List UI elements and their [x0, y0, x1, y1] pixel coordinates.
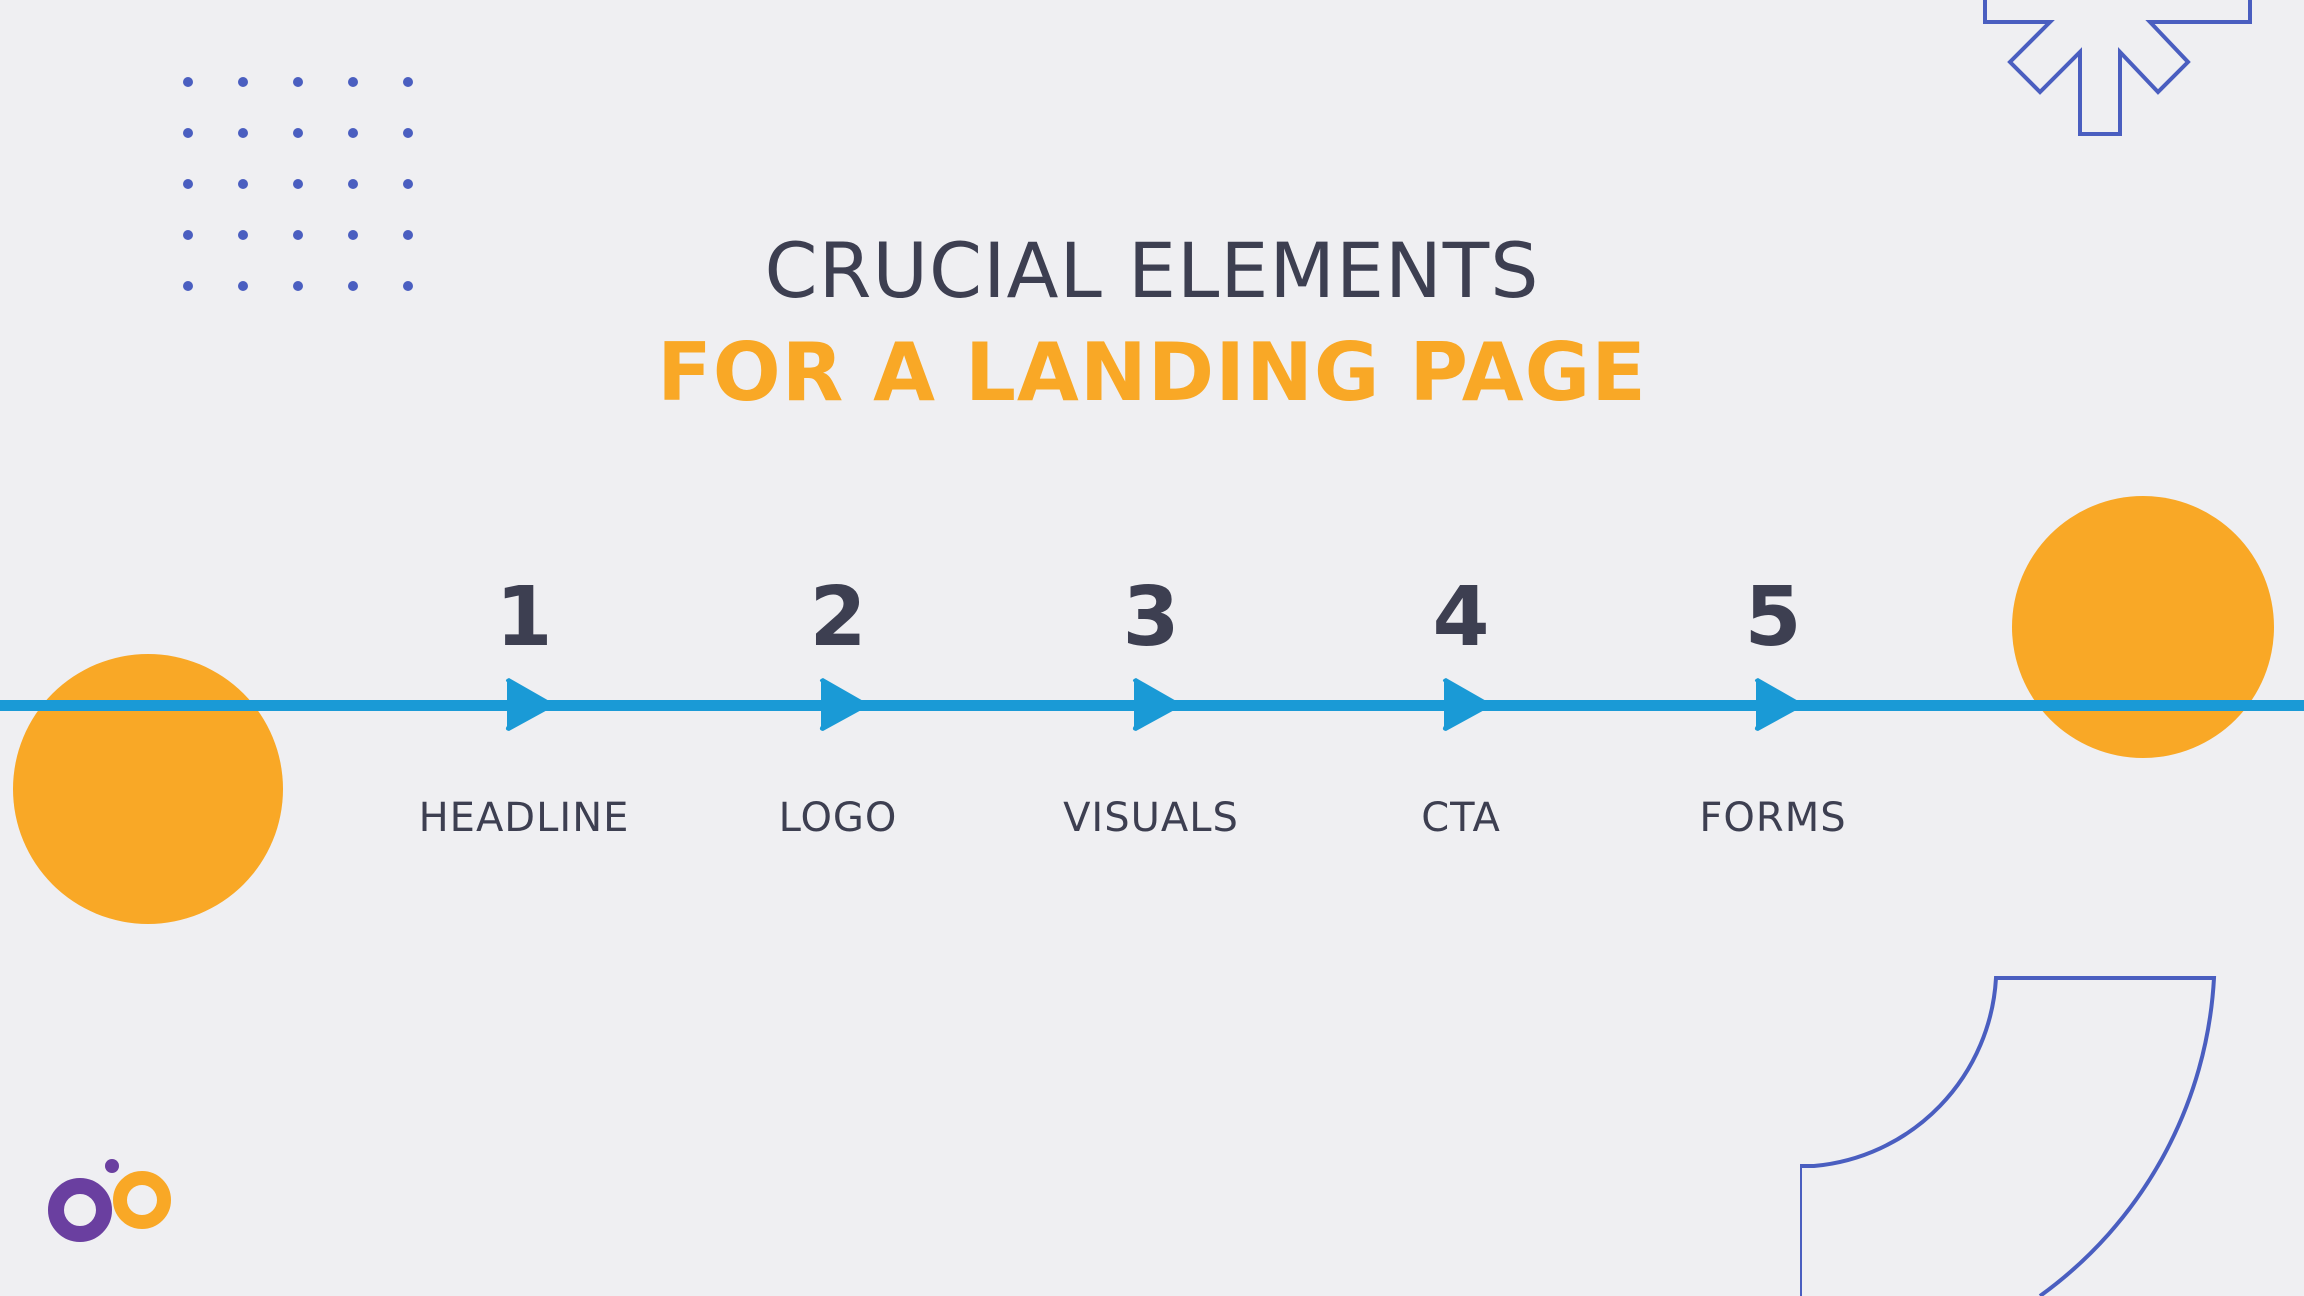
- step-2-label: LOGO: [778, 795, 898, 841]
- step-1-label: HEADLINE: [418, 795, 630, 841]
- dot: [183, 128, 193, 138]
- dot: [403, 179, 413, 189]
- arrow-right-icon: [819, 678, 867, 731]
- dot: [403, 77, 413, 87]
- orange-circle-left: [13, 654, 283, 924]
- dot: [403, 230, 413, 240]
- dot: [293, 230, 303, 240]
- step-3-label: VISUALS: [1063, 795, 1239, 841]
- step-5-label: FORMS: [1699, 795, 1847, 841]
- dot: [403, 281, 413, 291]
- step-4-label: CTA: [1421, 795, 1501, 841]
- dot: [348, 77, 358, 87]
- step-1-number: 1: [495, 570, 553, 665]
- dot: [403, 128, 413, 138]
- dot: [293, 128, 303, 138]
- step-2-number: 2: [809, 570, 867, 665]
- dot: [183, 230, 193, 240]
- dot: [183, 281, 193, 291]
- dot: [238, 281, 248, 291]
- dot: [293, 281, 303, 291]
- title-line-1: CRUCIAL ELEMENTS: [764, 226, 1540, 315]
- dot: [348, 281, 358, 291]
- timeline-line: [0, 700, 2304, 711]
- brand-logo-icon: [48, 1159, 171, 1242]
- dot: [348, 230, 358, 240]
- arc-outline-decoration: [1800, 976, 2217, 1296]
- dot: [348, 128, 358, 138]
- dot: [183, 77, 193, 87]
- dot: [348, 179, 358, 189]
- dot: [238, 230, 248, 240]
- dot: [238, 128, 248, 138]
- dot: [183, 179, 193, 189]
- orange-circle-right: [2012, 496, 2274, 758]
- dot: [238, 179, 248, 189]
- asterisk-outline-decoration: [1983, 0, 2252, 136]
- dot: [293, 77, 303, 87]
- arrow-right-icon: [1132, 678, 1180, 731]
- arrow-right-icon: [1442, 678, 1490, 731]
- dot-grid-decoration: [183, 77, 413, 291]
- arrow-right-icon: [505, 678, 553, 731]
- arrow-right-icon: [1754, 678, 1802, 731]
- title-line-2: FOR A LANDING PAGE: [657, 326, 1647, 419]
- step-3-number: 3: [1122, 570, 1180, 665]
- step-5-number: 5: [1744, 570, 1802, 665]
- dot: [293, 179, 303, 189]
- dot: [238, 77, 248, 87]
- step-4-number: 4: [1432, 570, 1490, 665]
